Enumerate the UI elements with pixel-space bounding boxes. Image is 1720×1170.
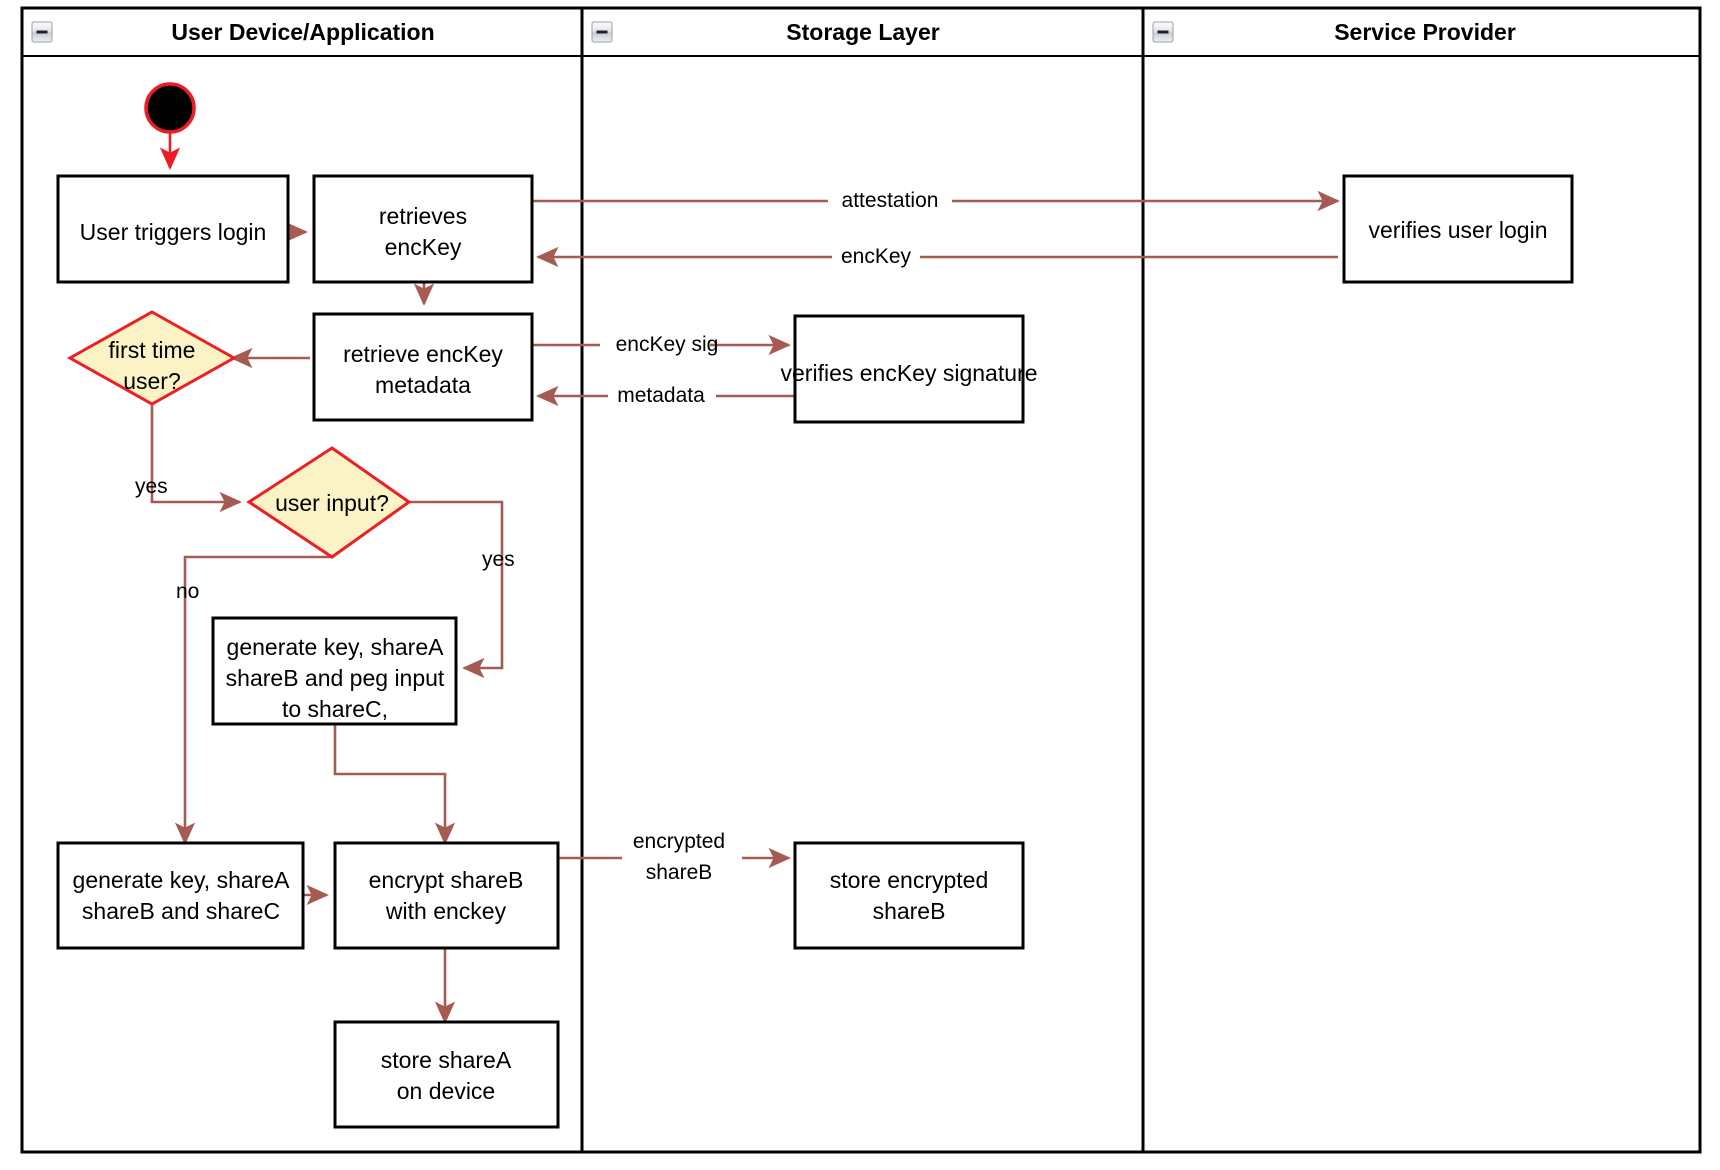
edge-label-yes-first-time: yes bbox=[135, 475, 168, 498]
node-verifies-user-login[interactable]: verifies user login bbox=[1342, 174, 1574, 284]
lane-title-service-provider: Service Provider bbox=[1334, 19, 1516, 45]
edge-label-yes-user-input: yes bbox=[482, 548, 515, 571]
node-label-line2: shareB and shareC bbox=[82, 898, 280, 924]
node-label-line1: generate key, shareA bbox=[73, 867, 291, 893]
node-label-line2: metadata bbox=[375, 372, 471, 398]
initial-node-icon bbox=[144, 82, 196, 134]
edge-peg-to-encrypt bbox=[333, 724, 456, 845]
node-label-line2: shareB bbox=[873, 898, 946, 924]
node-label-line1: first time bbox=[109, 337, 196, 363]
node-label-line2: user? bbox=[123, 368, 181, 394]
edge-label-enckey-sig: encKey sig bbox=[616, 333, 719, 356]
decision-diamond bbox=[246, 446, 412, 559]
node-label-line2: on device bbox=[397, 1078, 495, 1104]
node-retrieves-enckey[interactable]: retrieves encKey bbox=[312, 174, 534, 284]
node-label-line2: with enckey bbox=[385, 898, 507, 924]
node-retrieve-enckey-metadata[interactable]: retrieve encKey metadata bbox=[312, 312, 534, 422]
edge-attestation: attestation bbox=[532, 189, 1340, 213]
edge-label-metadata: metadata bbox=[617, 384, 705, 407]
edge-encrypted-shareb: encrypted shareB bbox=[558, 830, 791, 884]
decision-diamond bbox=[66, 310, 238, 406]
node-label-line1: store shareA bbox=[381, 1047, 512, 1073]
node-label-line1: encrypt shareB bbox=[369, 867, 524, 893]
edge-userinput-yes: yes bbox=[409, 500, 515, 679]
collapse-minus-icon[interactable] bbox=[591, 21, 613, 43]
edge-label-encrypted-line2: shareB bbox=[646, 861, 713, 884]
lane-header-user-device[interactable]: User Device/Application bbox=[31, 19, 435, 45]
node-user-input[interactable]: user input? bbox=[246, 446, 412, 559]
node-label-line1: retrieves bbox=[379, 203, 467, 229]
edge-enckey-return: encKey bbox=[536, 245, 1338, 269]
collapse-minus-icon[interactable] bbox=[31, 21, 53, 43]
node-label: verifies encKey signature bbox=[781, 360, 1038, 386]
edge-label-encrypted-line1: encrypted bbox=[633, 830, 725, 853]
node-first-time-user[interactable]: first time user? bbox=[66, 310, 238, 406]
node-label: User triggers login bbox=[80, 219, 267, 245]
node-encrypt-shareb[interactable]: encrypt shareB with enckey bbox=[333, 841, 560, 950]
node-label-line2: encKey bbox=[385, 234, 462, 260]
node-label: verifies user login bbox=[1369, 217, 1548, 243]
lane-title-storage-layer: Storage Layer bbox=[786, 19, 939, 45]
lane-header-service-provider[interactable]: Service Provider bbox=[1152, 19, 1516, 45]
edge-label-no-user-input: no bbox=[176, 580, 199, 603]
node-user-triggers-login[interactable]: User triggers login bbox=[56, 174, 290, 284]
node-verifies-enckey-signature[interactable]: verifies encKey signature bbox=[781, 314, 1038, 424]
node-label-line1: retrieve encKey bbox=[343, 341, 503, 367]
collapse-minus-icon[interactable] bbox=[1152, 21, 1174, 43]
node-label-line2: shareB and peg input bbox=[226, 665, 445, 691]
lane-title-user-device: User Device/Application bbox=[171, 19, 434, 45]
edge-label-enckey: encKey bbox=[841, 245, 912, 268]
node-generate-shares[interactable]: generate key, shareA shareB and shareC bbox=[56, 841, 305, 950]
edge-firsttime-yes: yes bbox=[135, 398, 242, 513]
edge-userinput-no: no bbox=[174, 555, 332, 845]
node-store-encrypted-shareb[interactable]: store encrypted shareB bbox=[793, 841, 1025, 950]
node-label: user input? bbox=[275, 490, 389, 516]
edge-enckey-sig: encKey sig bbox=[532, 333, 791, 358]
node-start[interactable] bbox=[144, 82, 196, 134]
edge-metadata-return: metadata bbox=[536, 384, 795, 409]
node-store-sharea[interactable]: store shareA on device bbox=[333, 1020, 560, 1129]
node-generate-peg[interactable]: generate key, shareA shareB and peg inpu… bbox=[211, 616, 458, 726]
node-label-line3: to shareC, bbox=[282, 696, 388, 722]
edge-label-attestation: attestation bbox=[842, 189, 939, 212]
node-label-line1: store encrypted bbox=[830, 867, 989, 893]
node-label-line1: generate key, shareA bbox=[227, 634, 445, 660]
lane-header-storage-layer[interactable]: Storage Layer bbox=[591, 19, 940, 45]
